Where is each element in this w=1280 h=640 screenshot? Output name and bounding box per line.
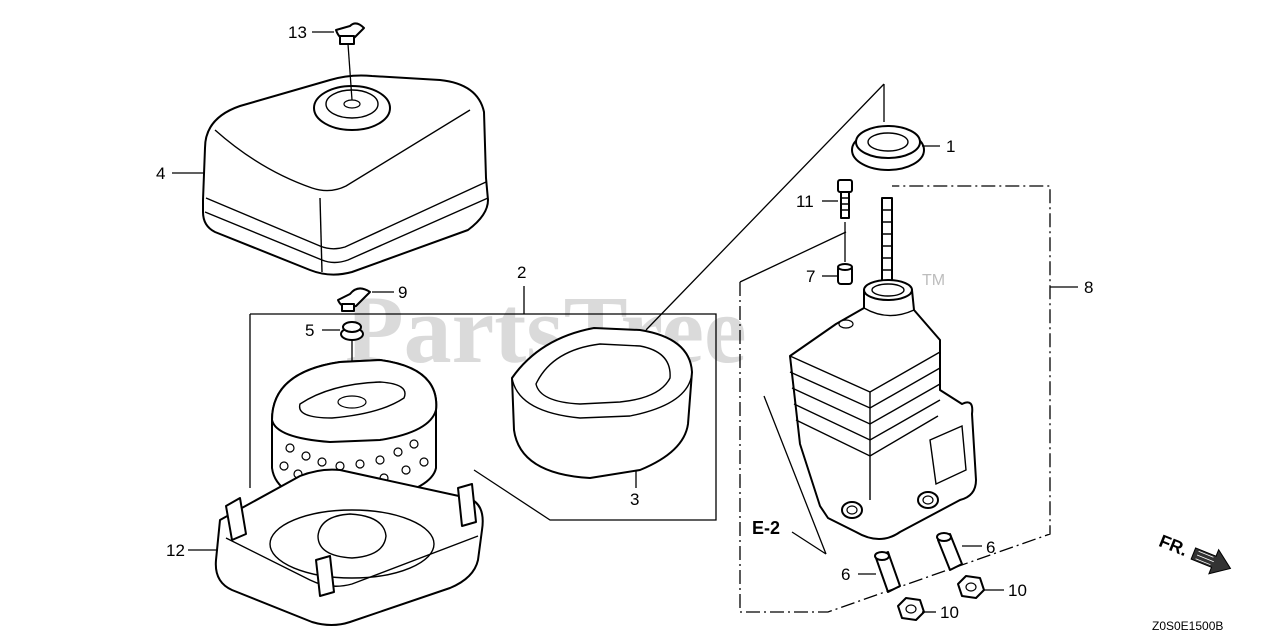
watermark-trademark: TM	[922, 272, 945, 289]
callout-6-left: 6	[841, 565, 850, 584]
part-4-cover	[202, 74, 489, 276]
leader-lines	[172, 31, 1078, 613]
callout-12: 12	[166, 541, 185, 560]
callout-7: 7	[806, 267, 815, 286]
part-5-seal-nut	[340, 321, 364, 341]
callout-8: 8	[1084, 278, 1093, 297]
front-direction-indicator: FR.	[1156, 531, 1232, 575]
part-3-foam-element	[511, 327, 693, 479]
part-11-bolt	[837, 179, 853, 219]
part-6-tube-left	[874, 551, 901, 593]
callout-9: 9	[398, 283, 407, 302]
callout-13: 13	[288, 23, 307, 42]
callout-11: 11	[796, 192, 814, 211]
part-12-air-cleaner-base	[214, 468, 484, 626]
part-1-grommet	[851, 125, 925, 171]
callout-3: 3	[630, 490, 639, 509]
drawing-code: Z0S0E1500B	[1152, 619, 1223, 633]
part-10-nut-lower	[897, 597, 925, 621]
part-13-wing-nut	[335, 22, 365, 45]
callout-labels: 1 2 3 4 5 6 6 7 8 9 10 10 11 12 13	[156, 23, 1093, 622]
part-10-nut-upper	[957, 575, 985, 599]
part-2-filter-element	[271, 359, 438, 505]
part-8-elbow-housing	[789, 197, 977, 540]
part-7-collar	[837, 263, 853, 285]
reference-label-e2: E-2	[752, 518, 780, 538]
callout-2: 2	[517, 263, 526, 282]
part-6-tube-right	[936, 532, 963, 571]
callout-10-upper: 10	[1008, 581, 1027, 600]
callout-10-lower: 10	[940, 603, 959, 622]
callout-1: 1	[946, 137, 955, 156]
part-9-wing-nut	[337, 287, 371, 312]
front-direction-label: FR.	[1156, 531, 1190, 560]
callout-6-right: 6	[986, 538, 995, 557]
callout-5: 5	[305, 321, 314, 340]
callout-4: 4	[156, 164, 165, 183]
